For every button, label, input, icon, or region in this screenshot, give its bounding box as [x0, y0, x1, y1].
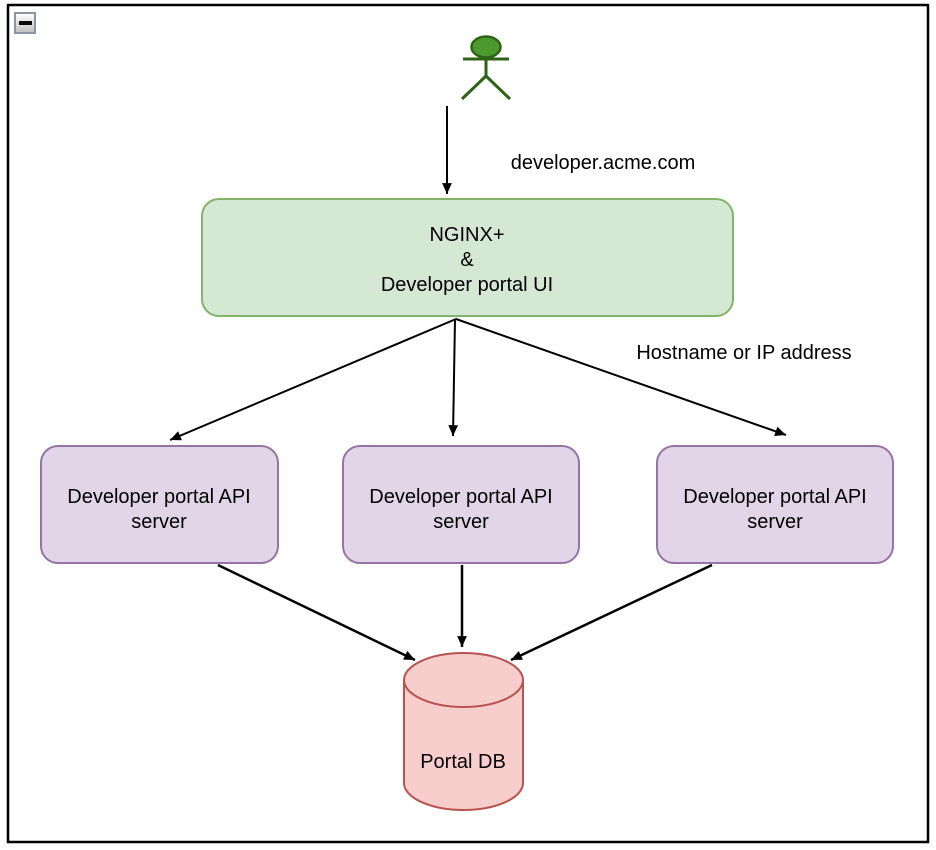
api-server-2-box[interactable]: [342, 445, 580, 564]
api-server-1-box[interactable]: [40, 445, 279, 564]
edge-nginx-to-api3[interactable]: [455, 318, 787, 437]
portal-db-node[interactable]: Portal DB: [403, 652, 524, 811]
minus-icon: [18, 21, 32, 25]
nginx-label-line1: NGINX+: [429, 224, 504, 246]
nginx-label-line2: &: [460, 249, 474, 271]
collapse-button[interactable]: [14, 12, 36, 34]
portal-db-label: Portal DB: [420, 751, 506, 773]
api-server-1-label-line1: Developer portal API: [67, 486, 250, 508]
user-actor-node[interactable]: [460, 35, 512, 101]
api-server-3-box[interactable]: [656, 445, 894, 564]
actor-head-icon: [470, 35, 502, 59]
edge-api1-to-db[interactable]: [217, 563, 416, 662]
edge-nginx-to-api1[interactable]: [169, 318, 457, 441]
edge-label-domain: developer.acme.com: [511, 152, 696, 174]
portal-db-cylinder-rim: [403, 679, 524, 708]
api-server-2-label-line1: Developer portal API: [369, 486, 552, 508]
portal-db-cylinder[interactable]: [403, 652, 524, 811]
api-server-3-label-line1: Developer portal API: [683, 486, 866, 508]
api-server-3-node[interactable]: Developer portal API server: [656, 445, 894, 564]
edge-nginx-to-api2[interactable]: [448, 318, 459, 437]
nginx-portal-ui-node[interactable]: NGINX+ & Developer portal UI: [201, 198, 734, 317]
api-server-1-label-line2: server: [131, 511, 187, 533]
api-server-2-label-line2: server: [433, 511, 489, 533]
api-server-1-node[interactable]: Developer portal API server: [40, 445, 279, 564]
nginx-portal-ui-box[interactable]: [201, 198, 734, 317]
actor-body-icon: [460, 57, 512, 101]
api-server-2-node[interactable]: Developer portal API server: [342, 445, 580, 564]
edge-api3-to-db[interactable]: [510, 563, 713, 662]
api-server-3-label-line2: server: [747, 511, 803, 533]
edge-label-routing: Hostname or IP address: [636, 342, 851, 364]
nginx-label-line3: Developer portal UI: [381, 274, 553, 296]
